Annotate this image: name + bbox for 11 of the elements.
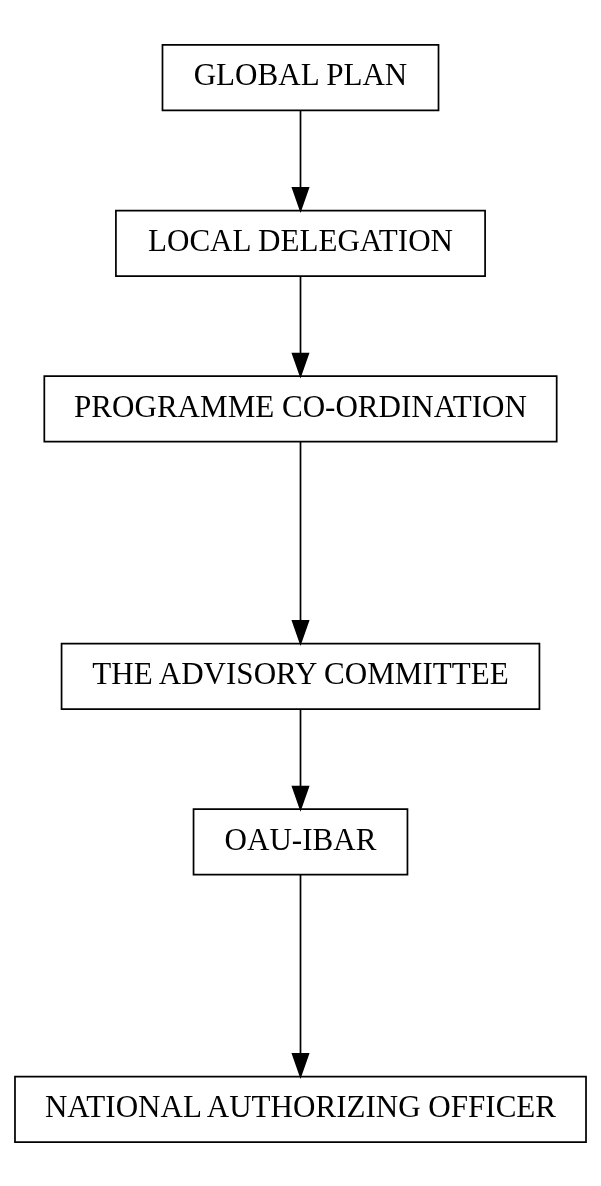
node-box: LOCAL DELEGATION — [115, 209, 486, 277]
node-box: THE ADVISORY COMMITTEE — [60, 642, 541, 710]
arrow — [291, 707, 310, 812]
arrow — [291, 109, 310, 213]
arrow — [291, 440, 310, 646]
node-box: PROGRAMME CO-ORDINATION — [43, 374, 558, 443]
arrow — [291, 274, 310, 379]
node-box: GLOBAL PLAN — [161, 43, 440, 111]
arrow — [291, 873, 310, 1079]
node-box: OAU-IBAR — [192, 807, 409, 876]
node-box: NATIONAL AUTHORIZING OFFICER — [14, 1075, 587, 1143]
